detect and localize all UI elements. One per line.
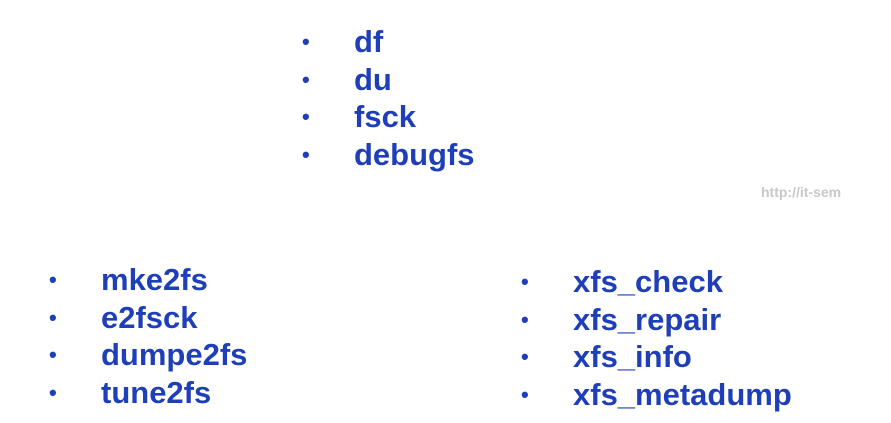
list-item-label: xfs_info <box>573 339 692 374</box>
bullet-icon: • <box>302 141 310 167</box>
bullet-icon: • <box>49 379 57 405</box>
bullet-icon: • <box>521 269 529 294</box>
list-item-label: tune2fs <box>101 374 212 410</box>
bullet-icon: • <box>521 381 529 407</box>
bullet-icon: • <box>49 342 57 367</box>
bullet-icon: • <box>49 267 57 292</box>
bullet-icon: • <box>302 66 310 92</box>
list-item-label: df <box>354 24 384 59</box>
list-item-label: fsck <box>354 99 417 134</box>
bullet-icon: • <box>302 104 310 129</box>
list-item-label: debugfs <box>354 136 475 172</box>
list-item-label: xfs_metadump <box>573 376 792 412</box>
bullet-icon: • <box>521 344 529 369</box>
list-item-label: du <box>354 61 392 97</box>
watermark-url: http://it-sem <box>761 184 842 200</box>
bullet-icon: • <box>49 304 57 330</box>
bullet-icon: • <box>521 306 529 332</box>
list-item-label: e2fsck <box>101 299 198 335</box>
list-item-label: dumpe2fs <box>101 337 248 372</box>
list-item-label: mke2fs <box>101 262 208 297</box>
list-item-label: xfs_repair <box>573 301 722 337</box>
list-item-label: xfs_check <box>573 264 723 299</box>
bullet-icon: • <box>302 29 310 54</box>
